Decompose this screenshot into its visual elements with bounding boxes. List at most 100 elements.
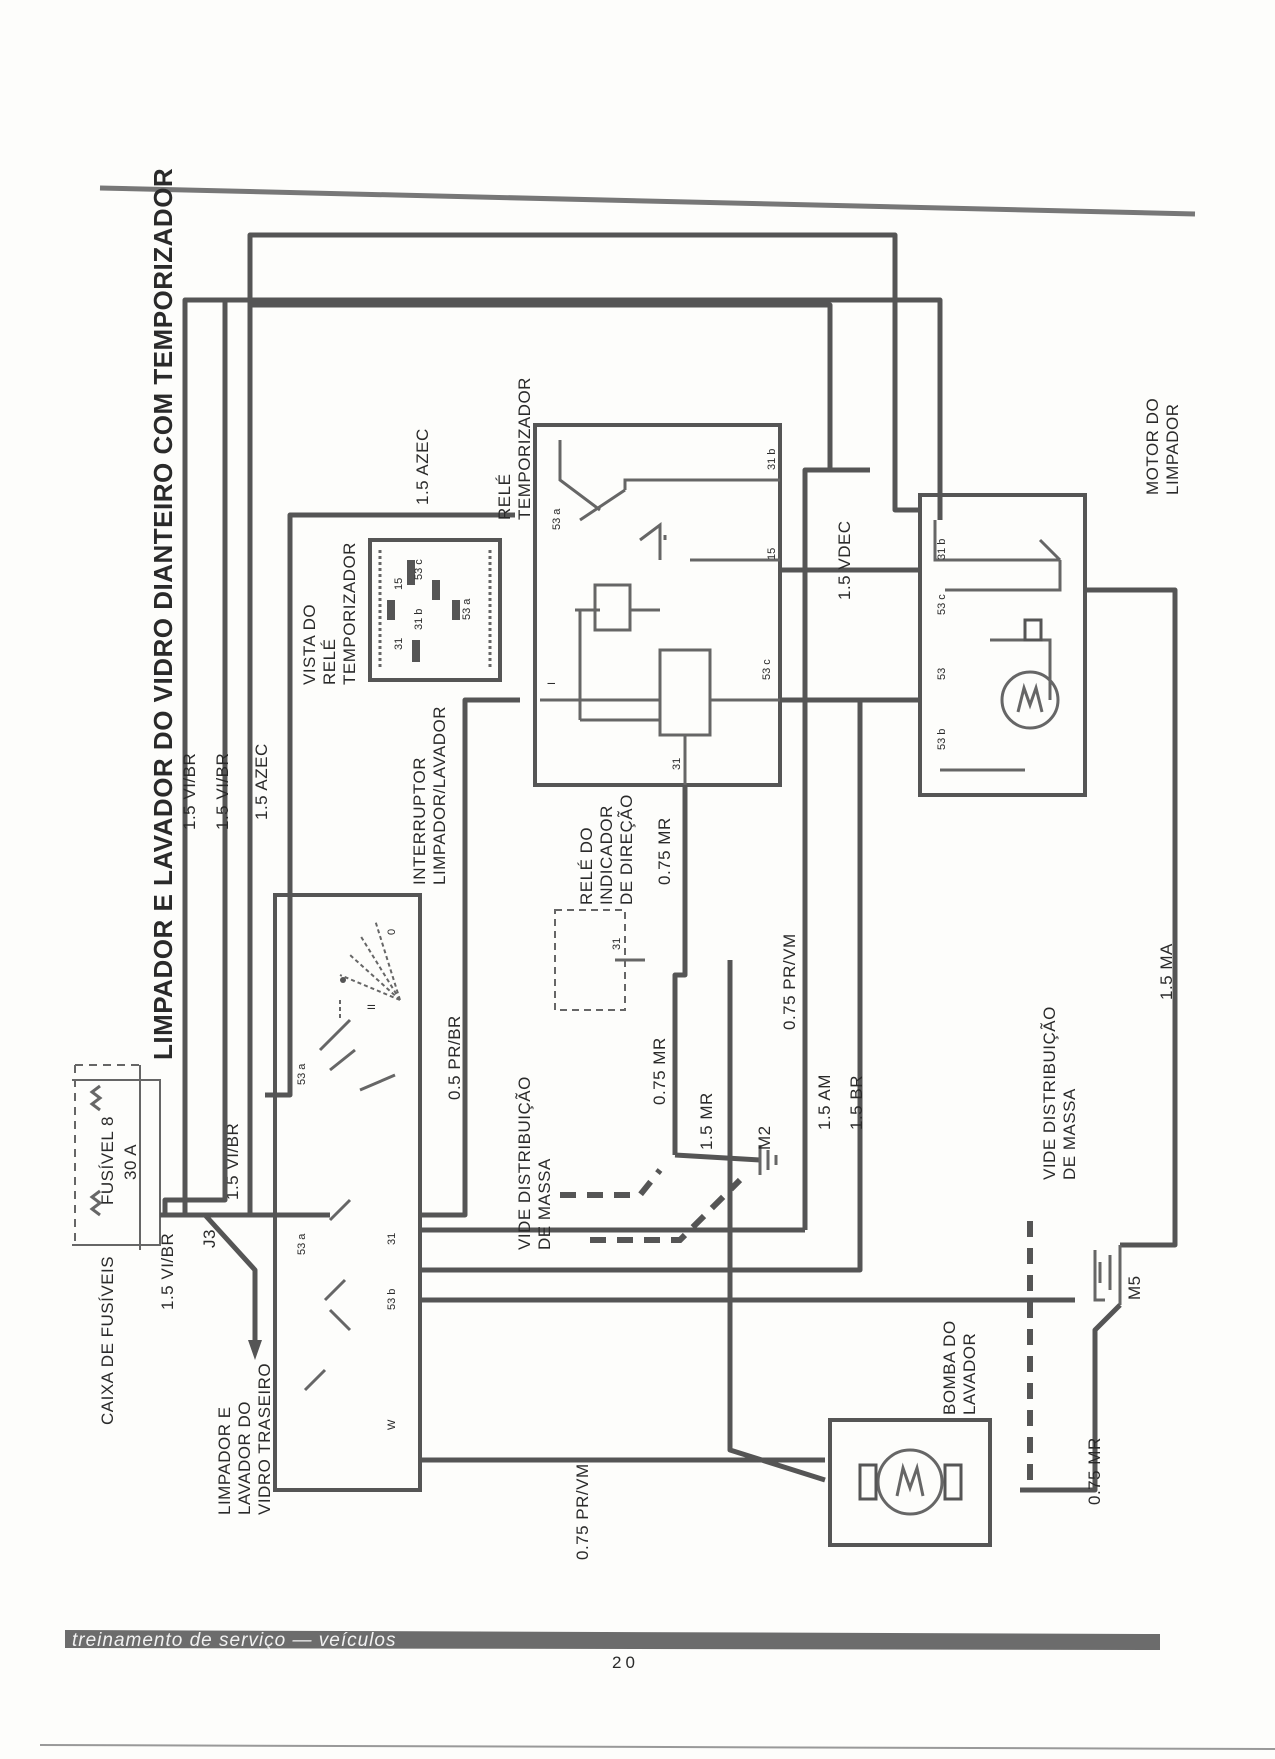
motor-term-53c: 53 c xyxy=(936,594,948,615)
motor-term-53: 53 xyxy=(936,668,948,680)
view-term-53a: 53 a xyxy=(461,598,473,620)
relay-term-31b: 31 b xyxy=(766,449,778,470)
relay-term-31: 31 xyxy=(671,758,683,770)
wire-relay-31 xyxy=(672,785,688,1155)
connector-j3: J3 xyxy=(200,1229,219,1248)
wiper-motor: 31 b 53 c 53 53 b xyxy=(918,493,1087,797)
motor-m-icon xyxy=(1016,682,1044,713)
wire-label-mr-a: 0.75 MR xyxy=(655,817,674,885)
wiper-switch: 53 a 53 a 53 b 31 W 0 II xyxy=(273,893,422,1492)
term-53b-switch: 53 b xyxy=(386,1289,398,1310)
motor-term-53b: 53 b xyxy=(936,729,948,750)
wire-label-mr-d: 0.75 MR xyxy=(1085,1437,1104,1505)
relay-view-label-3: TEMPORIZADOR xyxy=(340,542,359,685)
term-w-switch: W xyxy=(386,1419,398,1430)
ground-dash-1 xyxy=(560,1168,663,1198)
view-term-53c: 53 c xyxy=(413,559,425,580)
wire-label-vi-br-3: 1.5 VI/BR xyxy=(180,753,199,830)
switch-label-2: LIMPADOR/LAVADOR xyxy=(430,706,449,885)
wiper-motor-symbol xyxy=(1000,670,1060,730)
rear-wiper-label-3: VIDRO TRASEIRO xyxy=(255,1363,274,1515)
fuse-label: FUSÍVEL 8 xyxy=(98,1116,117,1205)
washer-pump-symbol xyxy=(876,1448,944,1516)
wire-label-pr-vm-a: 0.75 PR/VM xyxy=(780,933,799,1030)
relay-term-i: I xyxy=(546,682,558,685)
wire-label-azec-1: 1.5 AZEC xyxy=(252,743,271,820)
term-31-switch: 31 xyxy=(386,1233,398,1245)
footer-text: treinamento de serviço — veículos xyxy=(72,1630,396,1651)
wire-label-vi-br-2: 1.5 VI/BR xyxy=(223,1123,242,1200)
term-53a-switch: 53 a xyxy=(296,1063,308,1085)
wire-ma xyxy=(1085,587,1178,1248)
turn-relay-label-2: INDICADOR xyxy=(597,805,616,905)
term-0-switch: 0 xyxy=(386,929,398,935)
wire-vi-br-relay xyxy=(247,302,833,1215)
wire-label-ma: 1.5 MA xyxy=(1157,943,1176,1000)
connector-m2: M2 xyxy=(755,1125,774,1150)
wire-switch-pr-br xyxy=(420,697,520,1218)
washer-pump-label-1: BOMBA DO xyxy=(940,1320,959,1415)
wire-label-mr-b: 0.75 MR xyxy=(650,1037,669,1105)
ground-dash-2 xyxy=(590,1177,743,1243)
timer-relay: 53 a I 31 53 c 15 31 b xyxy=(533,423,782,787)
turn-relay-term-31: 31 xyxy=(611,938,623,950)
diagram-title: LIMPADOR E LAVADOR DO VIDRO DIANTEIRO CO… xyxy=(148,168,178,1060)
wire-label-azec-2: 1.5 AZEC xyxy=(413,428,432,505)
wire-label-am: 1.5 AM xyxy=(815,1074,834,1130)
wire-am-up xyxy=(802,467,870,1230)
pump-m-icon xyxy=(895,1462,925,1497)
connector-m5: M5 xyxy=(1125,1275,1144,1300)
wire-vi-br-feed xyxy=(162,300,228,1215)
turn-indicator-relay: 31 xyxy=(554,909,645,1011)
view-term-31: 31 xyxy=(393,638,405,650)
term-ii-switch: II xyxy=(366,1004,378,1010)
view-term-31b: 31 b xyxy=(413,609,425,630)
washer-pump xyxy=(828,1418,992,1547)
fuse-rating: 30 A xyxy=(121,1144,140,1180)
relay-term-53a: 53 a xyxy=(551,508,563,530)
relay-view: 31 15 31 b 53 c 53 a xyxy=(368,538,502,682)
turn-relay-label-1: RELÉ DO xyxy=(577,827,596,905)
term-53a-switch-2: 53 a xyxy=(296,1233,308,1255)
bottom-rule xyxy=(39,1744,1275,1750)
ground-ref-2-line-2: DE MASSA xyxy=(1060,1088,1079,1180)
relay-view-label-1: VISTA DO xyxy=(300,604,319,685)
wiper-motor-label-2: LIMPADOR xyxy=(1163,403,1182,495)
timer-relay-label-2: TEMPORIZADOR xyxy=(515,377,534,520)
wire-label-vi-br-1: 1.5 VI/BR xyxy=(158,1233,177,1310)
wire-to-rear-wiper xyxy=(203,1213,258,1345)
ground-ref-1-line-2: DE MASSA xyxy=(535,1158,554,1250)
relay-view-label-2: RELÉ xyxy=(320,639,339,685)
page-number: 20 xyxy=(612,1653,639,1672)
ground-m5: M5 xyxy=(1020,1245,1144,1493)
wire-label-pr-vm-b: 0.75 PR/VM xyxy=(573,1463,592,1560)
motor-term-31b: 31 b xyxy=(936,539,948,560)
wire-label-pr-br: 0.5 PR/BR xyxy=(445,1015,464,1100)
ground-m2: M2 xyxy=(674,1125,778,1175)
wire-label-vdec: 1.5 VDEC xyxy=(835,520,854,600)
timer-relay-label-1: RELÉ xyxy=(495,474,514,520)
top-rule xyxy=(99,185,1196,217)
arrow-down-icon xyxy=(248,1340,262,1360)
footer: treinamento de serviço — veículos 20 xyxy=(65,1630,1160,1672)
fuse-box: FUSÍVEL 8 30 A xyxy=(72,1064,161,1250)
wiper-motor-label-1: MOTOR DO xyxy=(1143,398,1162,495)
view-term-15: 15 xyxy=(393,578,405,590)
wire-vi-br-outer xyxy=(247,232,920,1215)
fuse-box-label: CAIXA DE FUSÍVEIS xyxy=(98,1256,117,1425)
wire-pr-vm xyxy=(727,960,826,1483)
switch-label-1: INTERRUPTOR xyxy=(410,757,429,885)
turn-relay-label-3: DE DIREÇÃO xyxy=(617,794,636,905)
wire-label-br: 1.5 BR xyxy=(847,1075,866,1130)
footer-bar xyxy=(65,1630,1160,1650)
rear-wiper-label-2: LAVADOR DO xyxy=(235,1401,254,1515)
relay-term-15: 15 xyxy=(766,548,778,560)
ground-ref-1-line-1: VIDE DISTRIBUIÇÃO xyxy=(515,1076,534,1250)
wire-label-vi-br-4: 1.5 VI/BR xyxy=(213,753,232,830)
wire-label-mr-c: 1.5 MR xyxy=(697,1092,716,1150)
ground-ref-2-line-1: VIDE DISTRIBUIÇÃO xyxy=(1040,1006,1059,1180)
wire-azec xyxy=(265,512,515,1098)
rear-wiper-label-1: LIMPADOR E xyxy=(215,1406,234,1515)
